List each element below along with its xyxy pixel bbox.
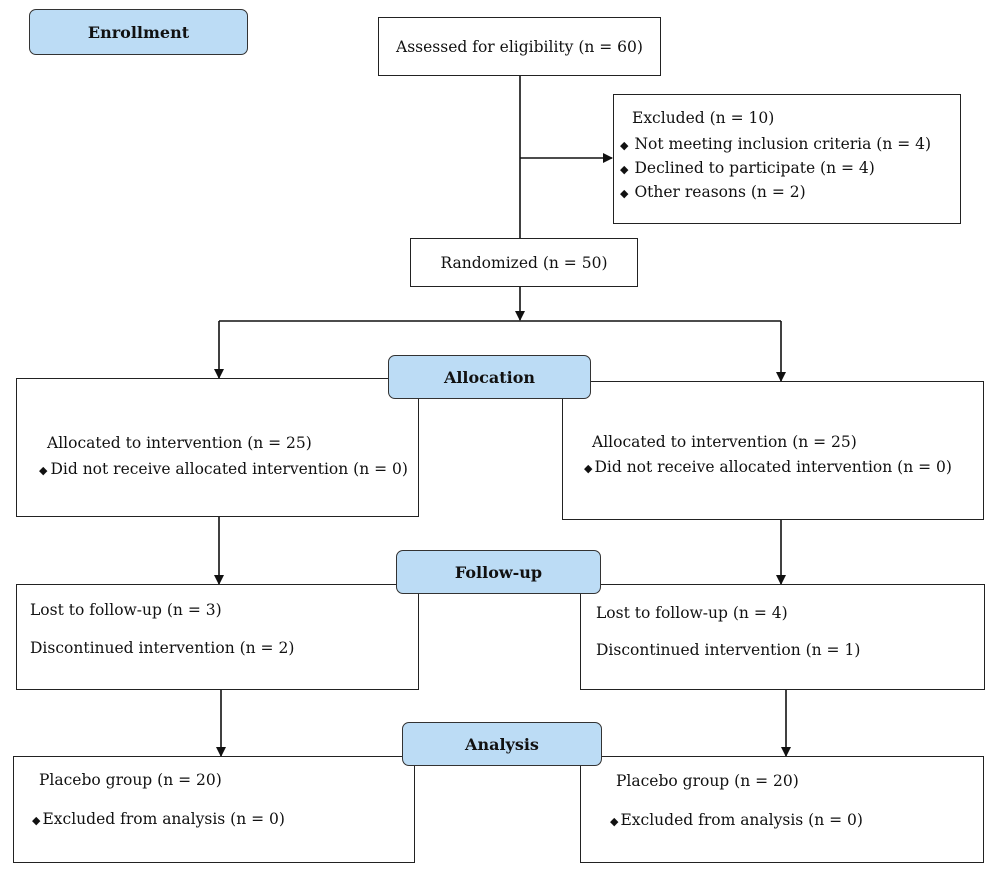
excluded-item: ◆Not meeting inclusion criteria (n = 4) bbox=[620, 135, 932, 153]
followup-left-box: Lost to follow-up (n = 3) Discontinued i… bbox=[16, 584, 419, 690]
allocation-left-box: Allocated to intervention (n = 25) ◆Did … bbox=[16, 378, 419, 517]
randomized-box: Randomized (n = 50) bbox=[410, 238, 638, 287]
bullet-icon: ◆ bbox=[610, 815, 619, 828]
analysis-left-box: Placebo group (n = 20) ◆Excluded from an… bbox=[13, 756, 415, 863]
followup-right-discontinued: Discontinued intervention (n = 1) bbox=[596, 641, 861, 659]
followup-left-discontinued: Discontinued intervention (n = 2) bbox=[30, 639, 295, 657]
stage-allocation: Allocation bbox=[388, 355, 591, 399]
stage-followup: Follow-up bbox=[396, 550, 601, 594]
followup-right-lost: Lost to follow-up (n = 4) bbox=[596, 604, 788, 622]
excluded-item: ◆Other reasons (n = 2) bbox=[620, 183, 806, 201]
analysis-left-excluded: ◆Excluded from analysis (n = 0) bbox=[32, 810, 285, 828]
stage-analysis-label: Analysis bbox=[465, 734, 539, 754]
excluded-box: Excluded (n = 10) ◆Not meeting inclusion… bbox=[613, 94, 961, 224]
analysis-left-group: Placebo group (n = 20) bbox=[39, 771, 222, 789]
bullet-icon: ◆ bbox=[620, 187, 629, 200]
followup-right-box: Lost to follow-up (n = 4) Discontinued i… bbox=[580, 584, 985, 690]
allocation-right-not-received: ◆Did not receive allocated intervention … bbox=[584, 458, 952, 476]
bullet-icon: ◆ bbox=[39, 464, 48, 477]
analysis-right-excluded: ◆Excluded from analysis (n = 0) bbox=[610, 811, 863, 829]
analysis-right-group: Placebo group (n = 20) bbox=[616, 772, 799, 790]
stage-analysis: Analysis bbox=[402, 722, 602, 766]
excluded-item: ◆Declined to participate (n = 4) bbox=[620, 159, 875, 177]
assessed-box: Assessed for eligibility (n = 60) bbox=[378, 17, 661, 76]
allocation-left-not-received: ◆Did not receive allocated intervention … bbox=[39, 460, 408, 478]
allocation-right-box: Allocated to intervention (n = 25) ◆Did … bbox=[562, 381, 984, 520]
followup-left-lost: Lost to follow-up (n = 3) bbox=[30, 601, 222, 619]
assessed-text: Assessed for eligibility (n = 60) bbox=[396, 37, 643, 56]
allocation-right-allocated: Allocated to intervention (n = 25) bbox=[592, 433, 857, 451]
analysis-right-box: Placebo group (n = 20) ◆Excluded from an… bbox=[580, 756, 984, 863]
stage-followup-label: Follow-up bbox=[454, 562, 543, 582]
excluded-title: Excluded (n = 10) bbox=[632, 109, 775, 127]
stage-allocation-label: Allocation bbox=[443, 367, 536, 387]
stage-enrollment-label: Enrollment bbox=[87, 22, 190, 42]
bullet-icon: ◆ bbox=[584, 462, 593, 475]
randomized-text: Randomized (n = 50) bbox=[440, 253, 608, 272]
stage-enrollment: Enrollment bbox=[29, 9, 248, 55]
bullet-icon: ◆ bbox=[620, 139, 629, 152]
bullet-icon: ◆ bbox=[32, 814, 41, 827]
bullet-icon: ◆ bbox=[620, 163, 629, 176]
allocation-left-allocated: Allocated to intervention (n = 25) bbox=[47, 434, 312, 452]
